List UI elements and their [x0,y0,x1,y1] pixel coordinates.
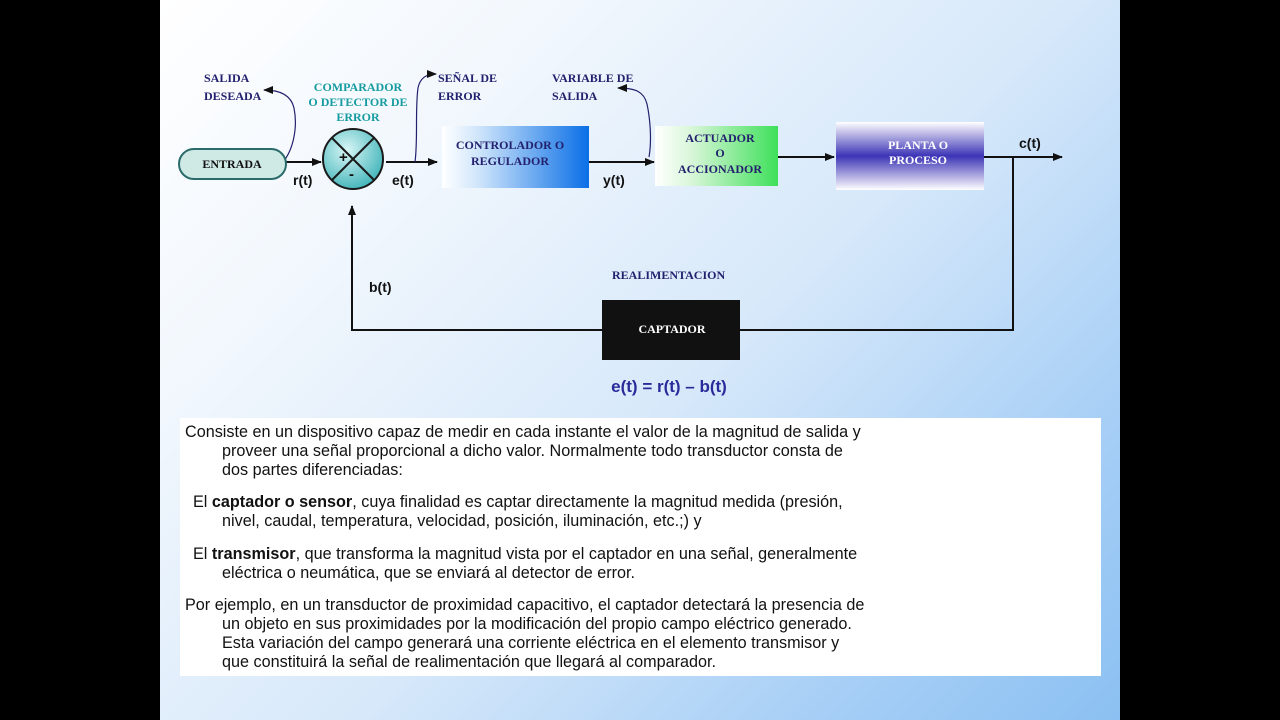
p3-line1: El transmisor, que transforma la magnitu… [193,545,857,563]
comparador-label-2: O DETECTOR DE [308,95,407,109]
signal-e: e(t) [392,172,414,188]
p2-prefix: El [193,493,212,511]
planta-box [836,122,984,190]
signal-y: y(t) [603,172,625,188]
error-equation: e(t) = r(t) – b(t) [611,377,727,396]
plus-sign: + [339,149,348,166]
p1-line2: proveer una señal proporcional a dicho v… [222,442,843,460]
controlador-label-2: REGULADOR [471,154,549,168]
senal-error-label-1: SEÑAL DE [438,71,497,85]
p2-line1: El captador o sensor, cuya finalidad es … [193,493,843,511]
p4-line2: un objeto en sus proximidades por la mod… [222,615,852,633]
signal-c: c(t) [1019,135,1041,151]
realimentacion-label: REALIMENTACION [612,268,725,282]
actuador-box [655,126,778,186]
feedback-line-right [740,157,1014,331]
p1-line1: Consiste en un dispositivo capaz de medi… [185,423,861,441]
comparador-label-1: COMPARADOR [314,80,403,94]
senal-error-label-2: ERROR [438,89,482,103]
p3-bold: transmisor [211,545,296,563]
signal-b: b(t) [369,279,392,295]
signal-r: r(t) [293,172,312,188]
p1-line3: dos partes diferenciadas: [222,461,403,479]
actuador-label-2: O [715,146,724,160]
p3-rest: , que transforma la magnitud vista por e… [295,545,858,563]
p4-line1: Por ejemplo, en un transductor de proxim… [185,596,865,614]
entrada-label: ENTRADA [202,157,262,171]
salida-deseada-label-1: SALIDA [204,71,250,85]
comparator-sum-junction: + - [322,128,384,190]
controlador-label-1: CONTROLADOR O [456,138,564,152]
captador-label: CAPTADOR [638,322,705,336]
variable-salida-label-1: VARIABLE DE [552,71,633,85]
planta-label-1: PLANTA O [888,138,948,152]
p3-prefix: El [193,545,212,563]
minus-sign: - [349,166,354,183]
p4-line4: que constituirá la señal de realimentaci… [222,653,717,671]
actuador-label-1: ACTUADOR [685,131,755,145]
feedback-line-left [348,205,602,331]
pointer-salida-deseada [263,86,296,163]
variable-salida-label-2: SALIDA [552,89,598,103]
block-diagram: ENTRADA + - CONTROLADOR O REGULADOR ACTU… [178,70,1063,396]
pointer-senal-error [414,70,437,163]
description-box: Consiste en un dispositivo capaz de medi… [180,418,1101,676]
p2-line2: nivel, caudal, temperatura, velocidad, p… [222,512,702,530]
planta-label-2: PROCESO [889,153,947,167]
entrada-box [178,148,287,180]
controlador-box [442,126,589,188]
salida-deseada-label-2: DESEADA [204,89,262,103]
p3-line2: eléctrica o neumática, que se enviará al… [222,564,636,582]
comparador-label-3: ERROR [336,110,380,124]
captador-box [602,300,740,360]
p4-line3: Esta variación del campo generará una co… [222,634,840,652]
p2-bold: captador o sensor [211,493,353,511]
pointer-variable-salida [617,84,652,158]
slide: ENTRADA + - CONTROLADOR O REGULADOR ACTU… [160,0,1120,720]
actuador-label-3: ACCIONADOR [678,162,762,176]
p2-rest: , cuya finalidad es captar directamente … [352,493,843,511]
